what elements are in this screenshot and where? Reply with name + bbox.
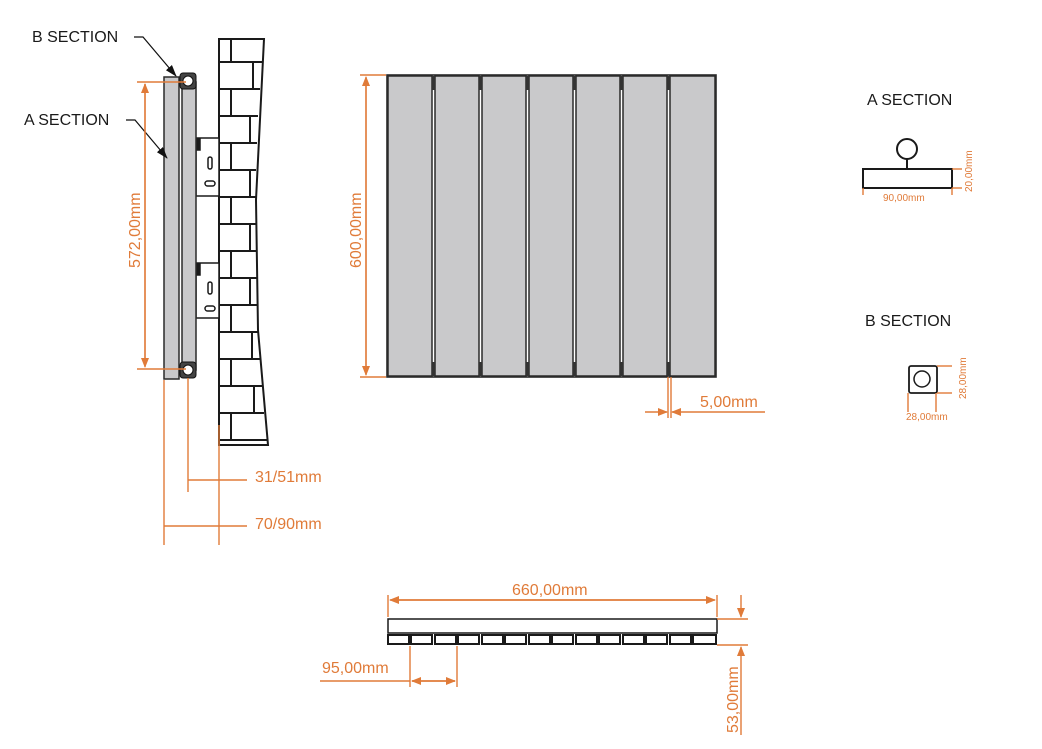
b-section-title: B SECTION	[865, 313, 951, 330]
panel-6	[622, 75, 668, 377]
dim-gap: 5,00mm	[645, 377, 765, 418]
pipe-top	[179, 72, 197, 90]
panel-1	[387, 75, 433, 377]
dim-depth: 31/51mm 70/90mm	[163, 378, 322, 545]
dim-height-572: 572,00mm	[127, 192, 144, 268]
a-section-arrow	[126, 119, 168, 159]
dim-height-600: 600,00mm	[348, 192, 365, 268]
dim-600: 600,00mm	[348, 74, 386, 378]
b-section-arrow	[134, 36, 177, 77]
a-section-callout: A SECTION	[24, 112, 109, 129]
top-view-depth: 53,00mm	[725, 666, 742, 733]
dim-total-depth: 70/90mm	[255, 516, 322, 533]
wall-bracket-upper	[195, 137, 220, 197]
b-section-width: 28,00mm	[906, 412, 948, 423]
b-section-detail: B SECTION 28,00mm 28,00mm	[865, 313, 969, 423]
dim-gap-value: 5,00mm	[700, 394, 758, 411]
front-panel-side	[163, 76, 180, 380]
side-view: B SECTION A SECTION 572,00mm 31/51mm 70/…	[24, 29, 322, 545]
top-view: 660,00mm 95,00mm 53,00mm	[320, 582, 748, 735]
panel-3	[481, 75, 527, 377]
top-view-width: 660,00mm	[512, 582, 588, 599]
panel-4	[528, 75, 574, 377]
panel-2	[434, 75, 480, 377]
b-section-height: 28,00mm	[958, 357, 969, 399]
front-view: 600,00mm 5,00mm	[348, 74, 765, 418]
top-view-pitch: 95,00mm	[322, 660, 389, 677]
wall-bracket-lower	[195, 262, 220, 319]
panel-5	[575, 75, 621, 377]
top-view-tubes	[387, 634, 717, 645]
rear-tube-side	[181, 81, 197, 371]
brick-wall	[218, 38, 270, 446]
a-section-width: 90,00mm	[883, 193, 925, 204]
a-section-height: 20,00mm	[964, 150, 975, 192]
dim-572: 572,00mm	[127, 81, 186, 370]
pipe-bottom	[179, 361, 197, 379]
dim-pipe-offset: 31/51mm	[255, 469, 322, 486]
panel-7	[669, 75, 716, 377]
a-section-detail: A SECTION 90,00mm 20,00mm	[862, 92, 975, 204]
b-section-callout: B SECTION	[32, 29, 118, 46]
a-section-title: A SECTION	[867, 92, 952, 109]
